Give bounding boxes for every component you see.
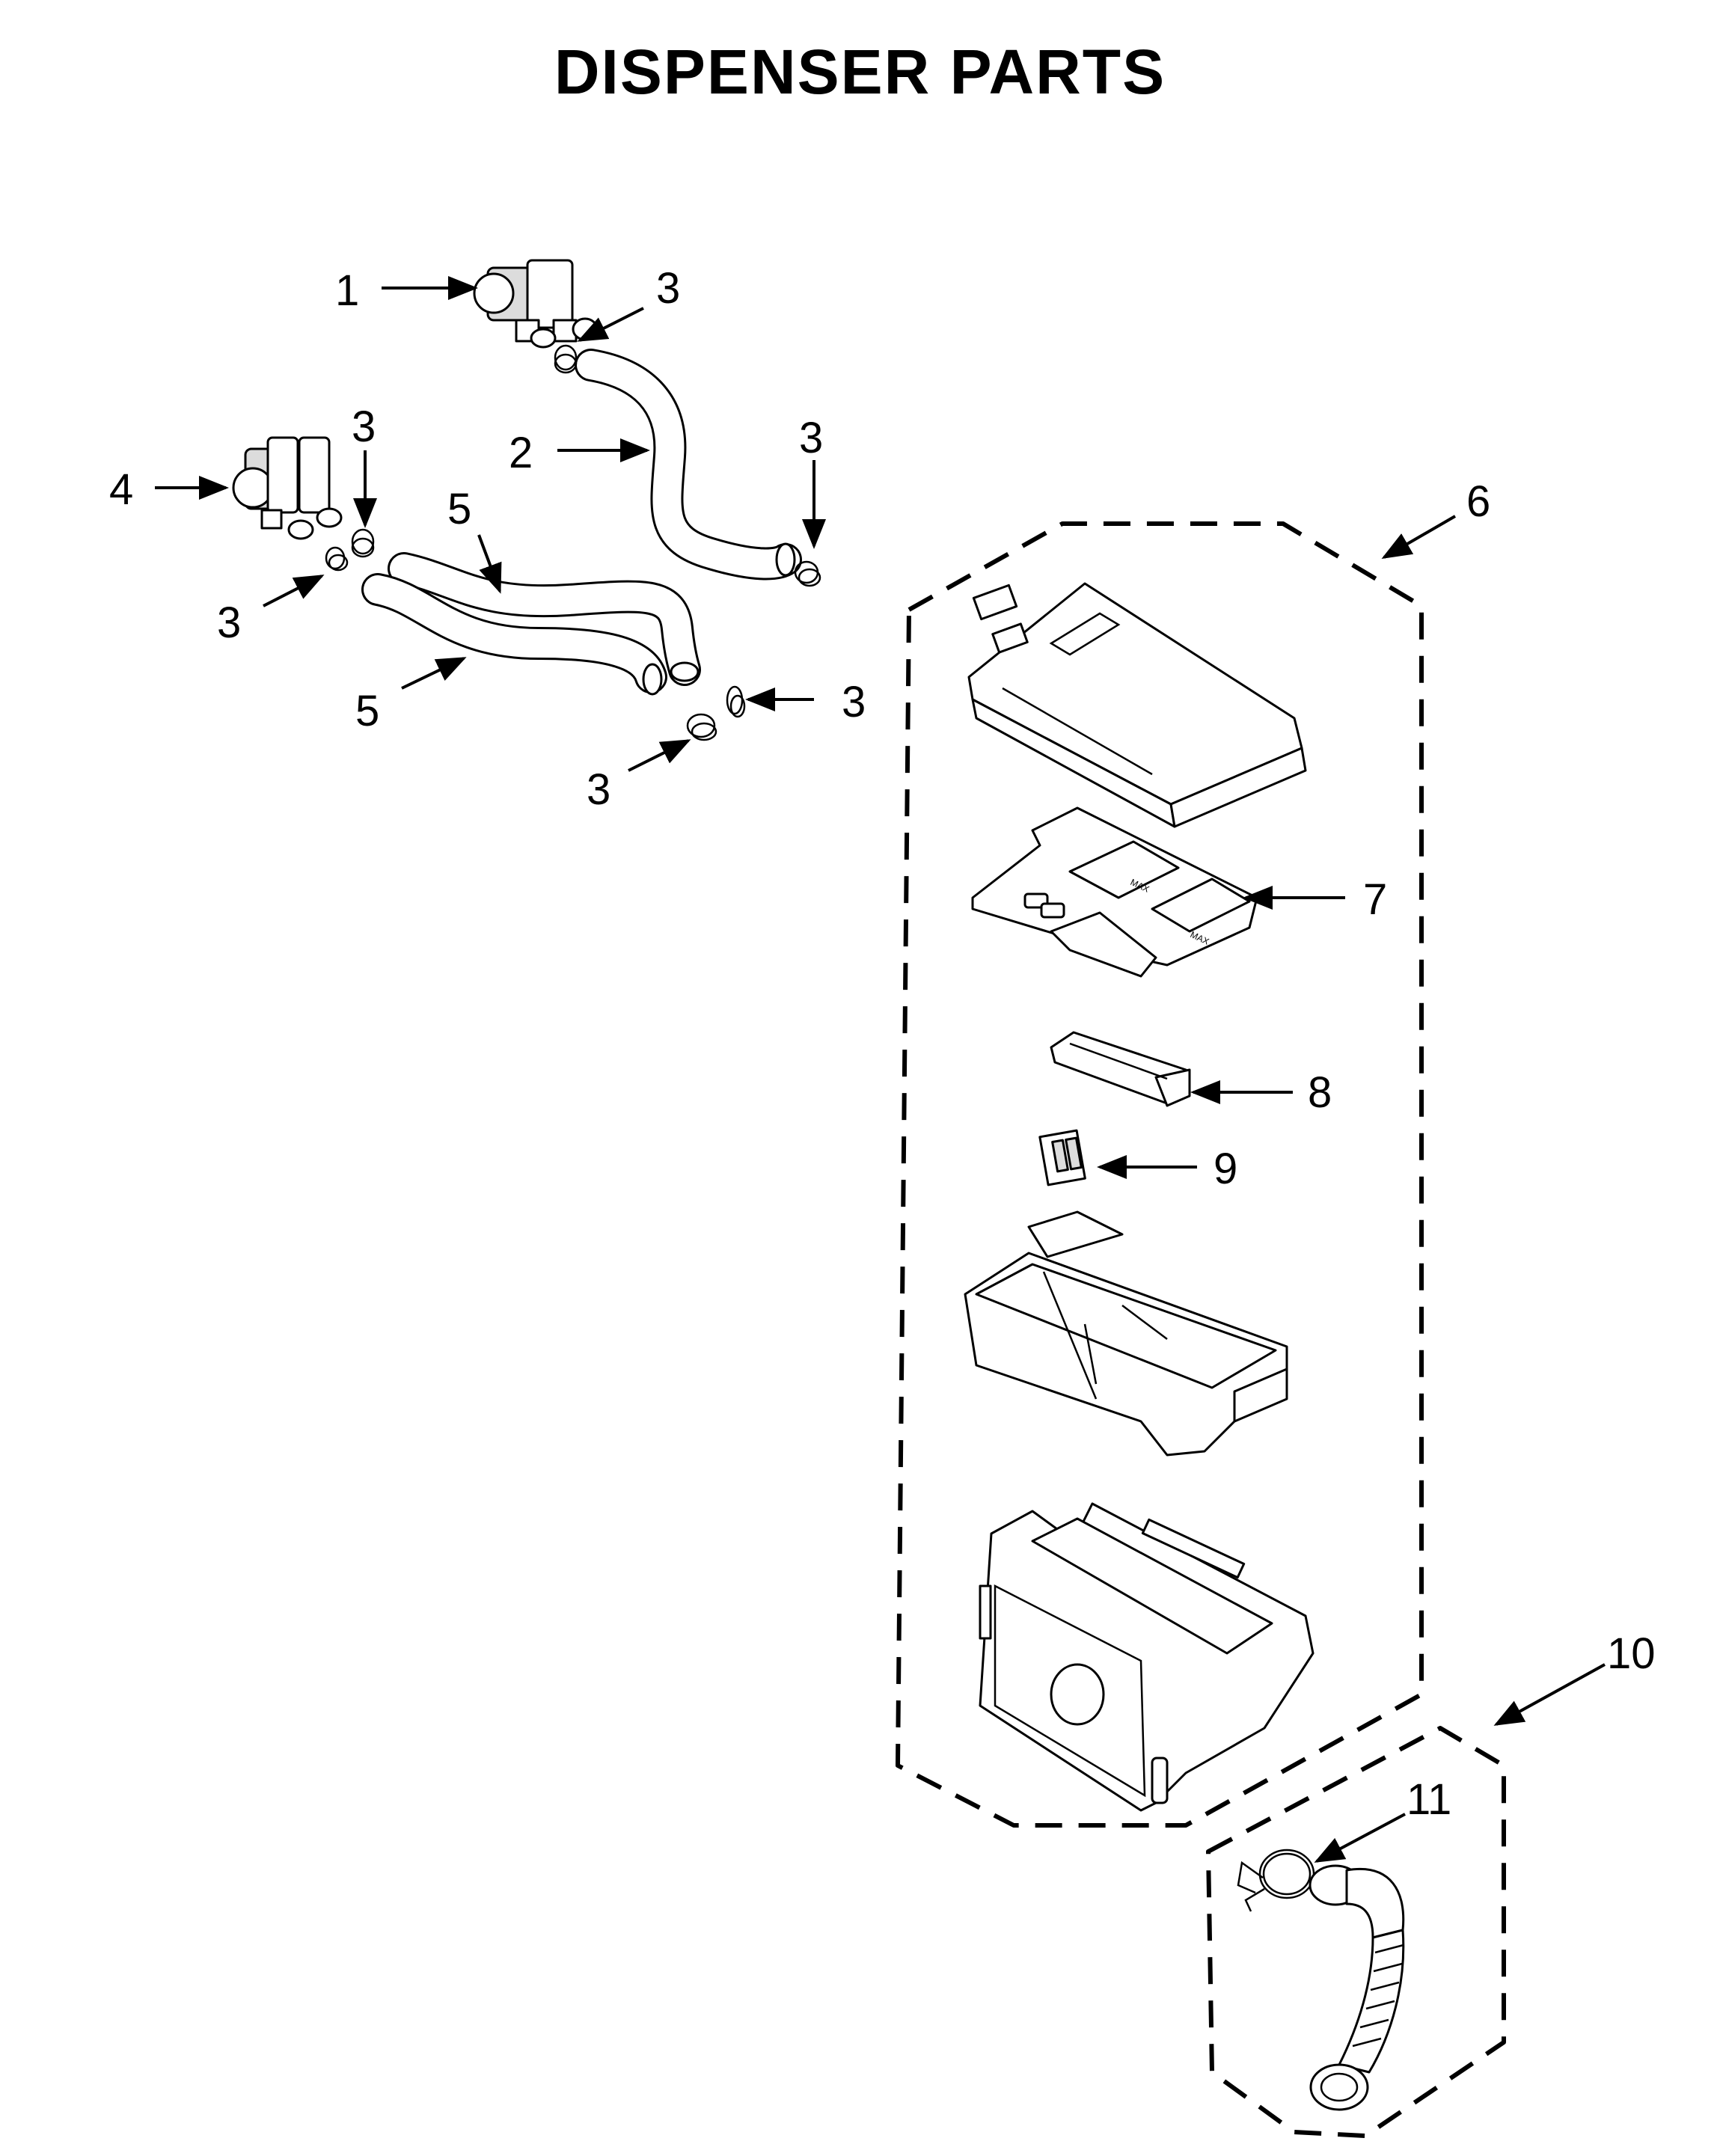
callout-3: 3 xyxy=(217,598,241,647)
callout-8: 8 xyxy=(1308,1068,1332,1117)
hose-clamps xyxy=(325,344,821,741)
dispenser-insert xyxy=(1038,1129,1086,1186)
hose-kit-boundary xyxy=(1206,1726,1506,2138)
water-valve-upper xyxy=(473,259,599,349)
callout-5: 5 xyxy=(447,485,471,533)
callout-2: 2 xyxy=(509,429,533,477)
callout-3: 3 xyxy=(352,402,376,451)
callout-1: 1 xyxy=(335,266,359,315)
dispenser-drawer xyxy=(964,1210,1288,1457)
dispenser-tray-top: MAX MAX xyxy=(971,806,1258,978)
hose-upper xyxy=(575,349,802,581)
callout-3: 3 xyxy=(656,264,680,313)
callout-6: 6 xyxy=(1466,477,1490,526)
callout-5: 5 xyxy=(355,687,379,735)
callout-7: 7 xyxy=(1363,875,1387,924)
dispenser-assembly-boundary xyxy=(896,521,1424,1828)
callout-4: 4 xyxy=(109,465,133,514)
siphon-cap xyxy=(1050,1031,1191,1107)
callout-9: 9 xyxy=(1214,1145,1237,1193)
water-valve-lower xyxy=(232,436,343,540)
dispenser-housing xyxy=(979,1502,1315,1812)
wire-clamp xyxy=(1237,1849,1315,1912)
bellows-hose xyxy=(1309,1864,1405,2111)
callout-10: 10 xyxy=(1607,1629,1656,1678)
callout-11: 11 xyxy=(1407,1775,1451,1824)
leader-arrows xyxy=(155,276,1606,1863)
dispenser-cover xyxy=(967,582,1307,828)
callout-3: 3 xyxy=(842,678,866,726)
page-title: DISPENSER PARTS xyxy=(554,37,1166,107)
callout-3: 3 xyxy=(799,414,823,462)
callout-3: 3 xyxy=(587,765,610,814)
hoses-lower xyxy=(361,552,701,696)
